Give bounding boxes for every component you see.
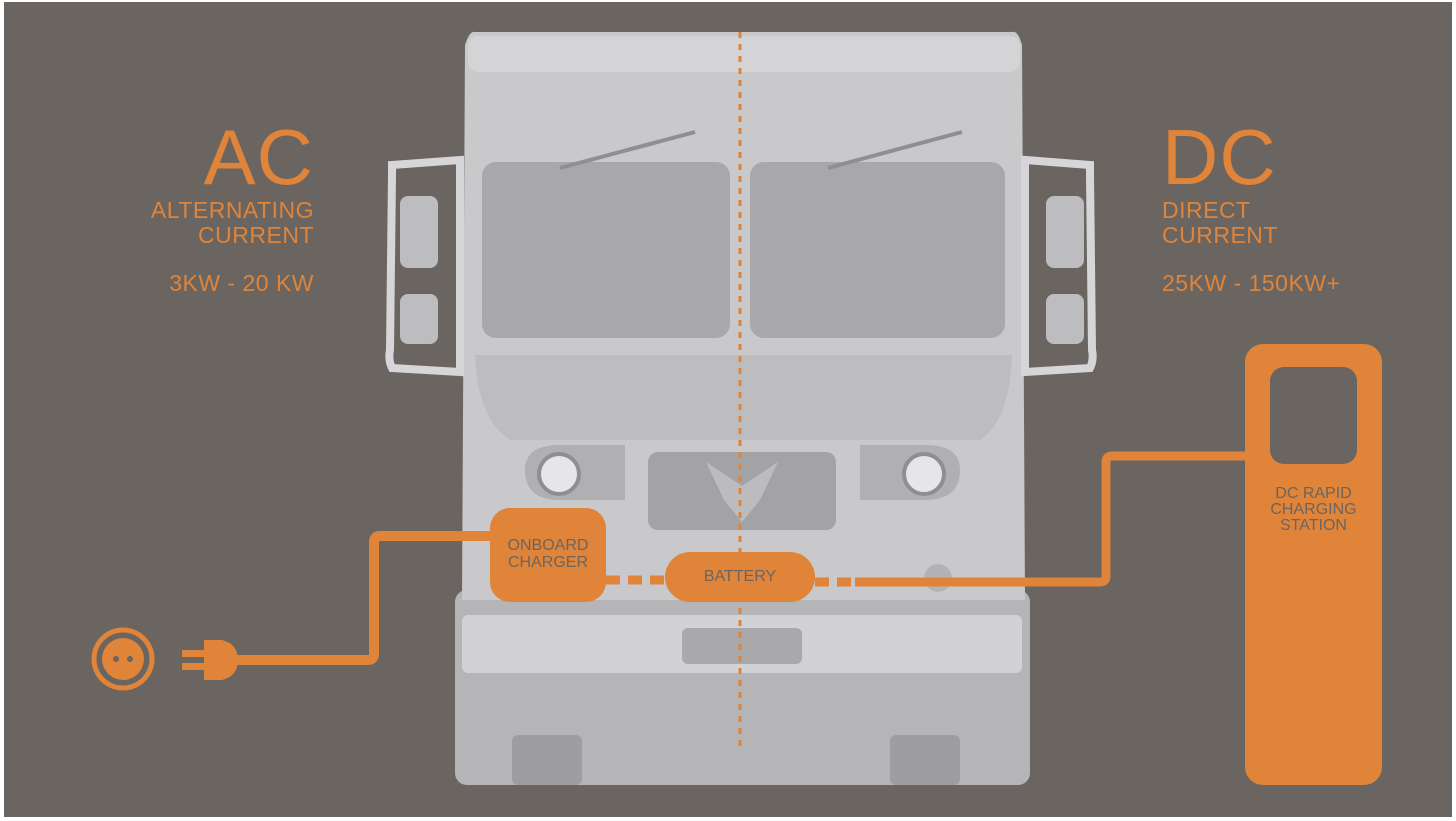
windshield-right (750, 162, 1005, 338)
left-tyre (512, 735, 582, 785)
station-label-line2: CHARGING (1245, 502, 1382, 518)
plug-icon (182, 640, 238, 680)
ac-title: AC (150, 118, 314, 196)
dc-subtitle-line1: DIRECT (1162, 198, 1362, 223)
headlight-left (539, 454, 579, 494)
ac-wiring (94, 536, 498, 688)
station-label-line3: STATION (1245, 518, 1382, 534)
dc-charging-station (1245, 344, 1382, 785)
station-screen (1270, 367, 1357, 464)
windshield-left (482, 162, 730, 338)
roof-cap (468, 36, 1020, 72)
mirror-right-lower (1046, 294, 1084, 344)
battery-label: BATTERY (665, 569, 815, 585)
ac-subtitle-line2: CURRENT (110, 223, 314, 248)
mirror-right-upper (1046, 196, 1084, 268)
station-label-line1: DC RAPID (1245, 486, 1382, 502)
right-tyre (890, 735, 960, 785)
hood (475, 355, 1012, 440)
onboard-charger-label-line2: CHARGER (490, 555, 606, 571)
onboard-charger-label-line1: ONBOARD (490, 538, 606, 554)
dc-title: DC (1162, 118, 1362, 196)
mirror-left-lower (400, 294, 438, 344)
license-plate (682, 628, 802, 664)
headlight-right (904, 454, 944, 494)
ac-subtitle-line1: ALTERNATING (110, 198, 314, 223)
mirror-left-upper (400, 196, 438, 268)
dc-subtitle-line2: CURRENT (1162, 223, 1362, 248)
wall-outlet-icon (94, 630, 152, 688)
dc-power-range: 25KW - 150KW+ (1162, 270, 1382, 297)
ac-power-range: 3KW - 20 KW (110, 270, 314, 297)
